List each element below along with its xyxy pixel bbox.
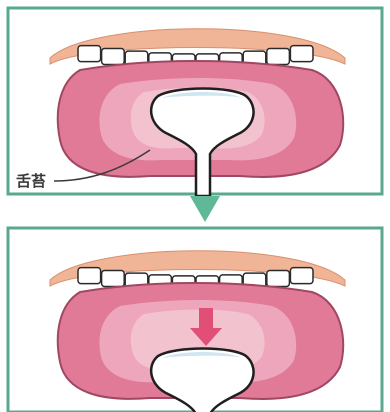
tooth [102, 271, 125, 287]
tooth [102, 49, 125, 65]
tooth [78, 268, 101, 284]
tooth [267, 49, 290, 65]
tooth [290, 46, 313, 62]
panel-before: 舌苔 [8, 8, 382, 196]
tooth [267, 271, 290, 287]
tooth [78, 46, 101, 62]
panel-after [8, 228, 382, 412]
tooth [290, 268, 313, 284]
plaque-label: 舌苔 [16, 172, 46, 190]
triangle-down-icon [190, 196, 220, 222]
